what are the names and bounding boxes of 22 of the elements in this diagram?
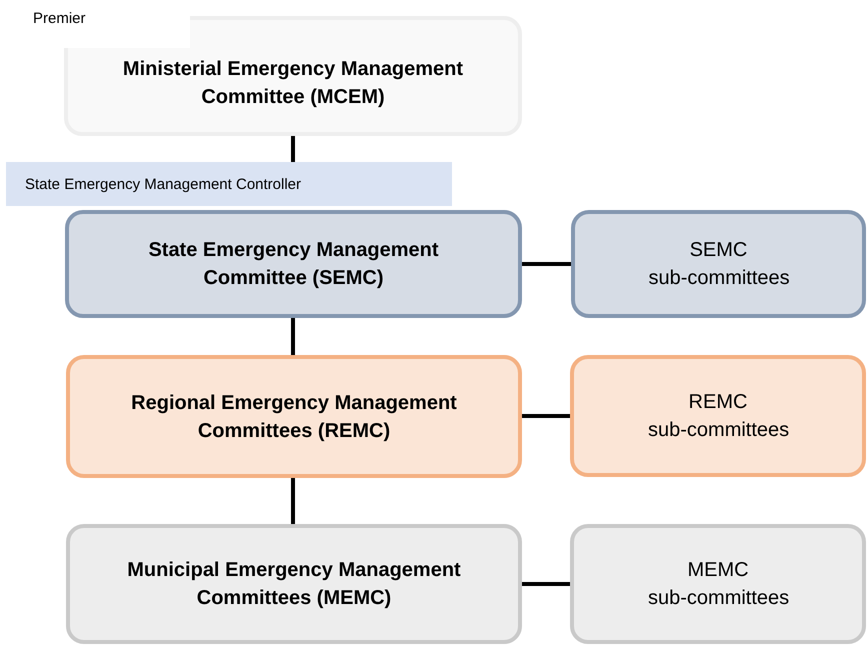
subcommittee-box: [570, 524, 866, 644]
committee-box: [66, 524, 522, 644]
committee-name: Ministerial Emergency Management Committee (MCEM): [122, 57, 464, 110]
connector-line: [291, 478, 295, 524]
role-text: State Emergency Management Controller: [25, 174, 302, 194]
committee-name: Regional Emergency Management Committees (REMC): [130, 390, 458, 444]
committee-name: Municipal Emergency Management Committees (MEMC): [126, 558, 462, 611]
subcommittee-box: [570, 355, 866, 477]
committee-name: State Emergency Management Committee (SEMC): [147, 238, 440, 291]
role-text: Premier: [33, 9, 86, 29]
committee-box: [66, 355, 522, 478]
committee-name: MEMC sub-committees: [648, 558, 788, 611]
committee-name: REMC sub-committees: [648, 390, 788, 443]
subcommittee-box: [571, 210, 866, 318]
committee-box: [65, 210, 522, 318]
committee-name: SEMC sub-committees: [648, 238, 788, 291]
role-band: [6, 162, 452, 206]
connector-line: [522, 262, 571, 266]
connector-line: [291, 318, 295, 355]
connector-line: [522, 414, 570, 418]
connector-line: [522, 582, 570, 586]
connector-line: [291, 136, 295, 162]
